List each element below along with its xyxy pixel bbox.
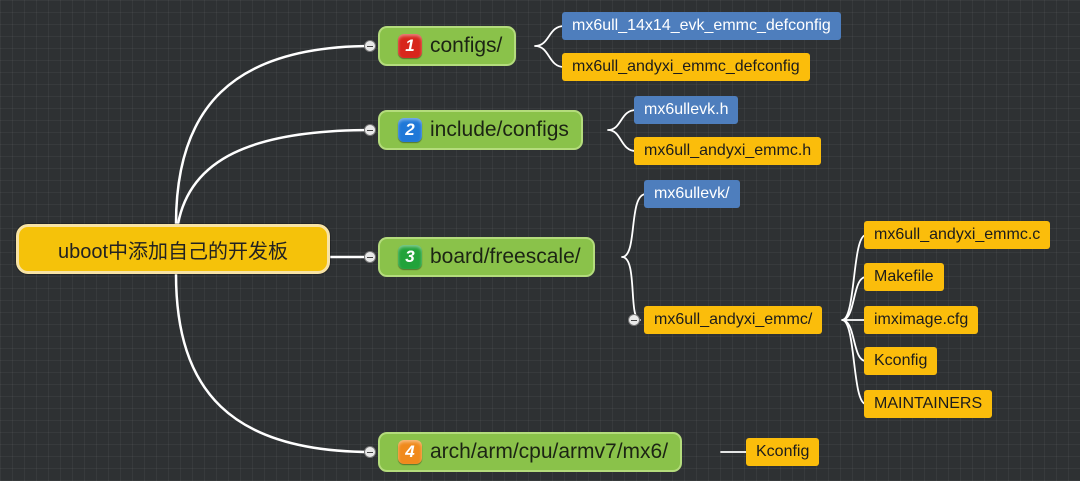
- link-emmc-children: [841, 234, 867, 405]
- collapse-toggle-configs[interactable]: [364, 40, 376, 52]
- leaf-evk-defconfig[interactable]: mx6ull_14x14_evk_emmc_defconfig: [562, 12, 841, 40]
- branch-arch-mx6[interactable]: 4 arch/arm/cpu/armv7/mx6/: [378, 432, 683, 472]
- leaf-label: Kconfig: [874, 352, 928, 369]
- leaf-evk-board-folder[interactable]: mx6ullevk/: [644, 180, 740, 208]
- leaf-board-source[interactable]: mx6ull_andyxi_emmc.c: [864, 221, 1051, 249]
- collapse-toggle-include[interactable]: [364, 124, 376, 136]
- priority-1-icon: 1: [398, 34, 422, 58]
- priority-4-icon: 4: [398, 440, 422, 464]
- root-topic-label: uboot中添加自己的开发板: [57, 240, 289, 263]
- collapse-toggle-arch[interactable]: [364, 446, 376, 458]
- leaf-label: mx6ull_andyxi_emmc/: [654, 311, 813, 328]
- leaf-andyxi-defconfig[interactable]: mx6ull_andyxi_emmc_defconfig: [562, 53, 810, 81]
- root-topic[interactable]: uboot中添加自己的开发板: [16, 224, 330, 274]
- collapse-toggle-emmc[interactable]: [628, 314, 640, 326]
- link-root-configs: [174, 44, 374, 226]
- branch-board-freescale[interactable]: 3 board/freescale/: [378, 237, 595, 277]
- link-root-arch: [174, 272, 374, 454]
- priority-3-icon: 3: [398, 245, 422, 269]
- branch-label: arch/arm/cpu/armv7/mx6/: [430, 440, 669, 463]
- branch-configs[interactable]: 1 configs/: [378, 26, 517, 66]
- leaf-label: mx6ull_andyxi_emmc_defconfig: [572, 58, 800, 75]
- branch-label: include/configs: [430, 118, 569, 141]
- link-root-include: [176, 128, 374, 226]
- leaf-label: mx6ull_andyxi_emmc.h: [644, 142, 812, 159]
- branch-label: board/freescale/: [430, 245, 581, 268]
- branch-include-configs[interactable]: 2 include/configs: [378, 110, 583, 150]
- leaf-andyxi-header[interactable]: mx6ull_andyxi_emmc.h: [634, 137, 822, 165]
- link-include-children: [607, 109, 637, 152]
- leaf-arch-kconfig[interactable]: Kconfig: [746, 438, 820, 466]
- leaf-maintainers[interactable]: MAINTAINERS: [864, 390, 993, 418]
- leaf-label: mx6ull_14x14_evk_emmc_defconfig: [572, 17, 831, 34]
- leaf-board-kconfig[interactable]: Kconfig: [864, 347, 938, 375]
- leaf-label: mx6ullevk/: [654, 185, 730, 202]
- link-configs-children: [534, 25, 565, 68]
- leaf-makefile[interactable]: Makefile: [864, 263, 944, 291]
- branch-label: configs/: [430, 34, 503, 57]
- leaf-evk-header[interactable]: mx6ullevk.h: [634, 96, 739, 124]
- link-board-children: [621, 193, 647, 321]
- leaf-label: Kconfig: [756, 443, 810, 460]
- collapse-toggle-board[interactable]: [364, 251, 376, 263]
- leaf-label: MAINTAINERS: [874, 395, 983, 412]
- leaf-label: mx6ullevk.h: [644, 101, 729, 118]
- priority-2-icon: 2: [398, 118, 422, 142]
- leaf-andyxi-board-folder[interactable]: mx6ull_andyxi_emmc/: [644, 306, 823, 334]
- leaf-label: imximage.cfg: [874, 311, 969, 328]
- leaf-label: mx6ull_andyxi_emmc.c: [874, 226, 1041, 243]
- leaf-label: Makefile: [874, 268, 934, 285]
- leaf-imximage-cfg[interactable]: imximage.cfg: [864, 306, 979, 334]
